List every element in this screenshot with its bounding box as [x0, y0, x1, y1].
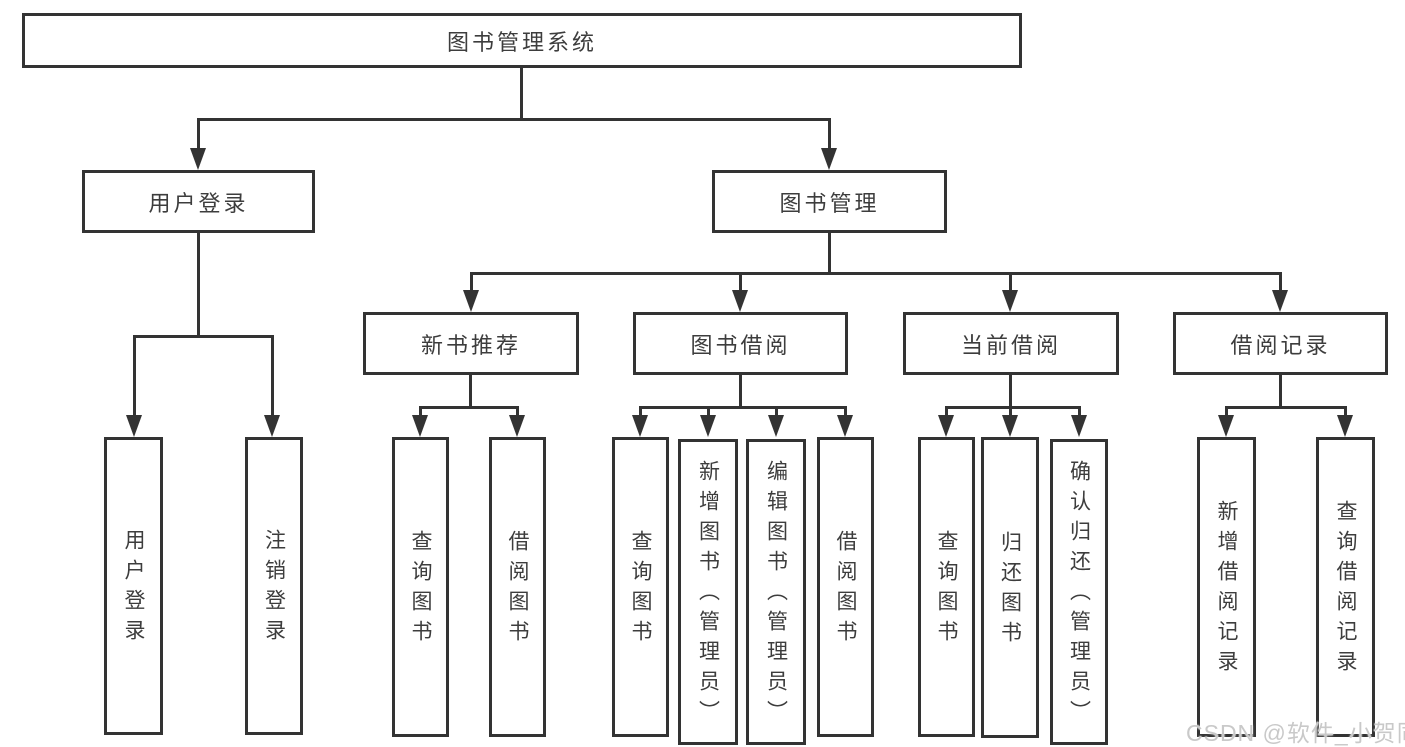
connector-bookmgmt-stem-4 — [1279, 272, 1282, 292]
arrowhead-current-leaf-1 — [938, 415, 954, 437]
leaf-borrow-borrow: 借阅图书 — [817, 437, 874, 737]
arrowhead-newbook-leaf-1 — [412, 415, 428, 437]
connector-root-vertical — [520, 68, 523, 118]
connector-borrow-vertical — [739, 375, 742, 408]
connector-newbook-stem-2 — [516, 406, 519, 417]
connector-userlogin-bar — [133, 335, 274, 338]
arrowhead-to-new-book-rec — [463, 290, 479, 312]
connector-records-stem-2 — [1344, 406, 1347, 417]
leaf-records-query: 查询借阅记录 — [1316, 437, 1375, 737]
connector-newbook-stem-1 — [419, 406, 422, 417]
leaf-current-confirm-admin: 确认归还（管理员） — [1050, 439, 1108, 745]
arrowhead-to-book-mgmt — [821, 148, 837, 170]
arrowhead-to-current-borrow — [1002, 290, 1018, 312]
node-borrow-records: 借阅记录 — [1173, 312, 1388, 375]
arrowhead-records-leaf-2 — [1337, 415, 1353, 437]
connector-borrow-stem-4 — [844, 406, 847, 417]
connector-root-stem-left — [197, 118, 200, 152]
connector-current-stem-3 — [1078, 406, 1081, 417]
arrowhead-current-leaf-2 — [1002, 415, 1018, 437]
leaf-borrow-edit-admin: 编辑图书（管理员） — [746, 439, 806, 745]
arrowhead-current-leaf-3 — [1071, 415, 1087, 437]
arrowhead-to-book-borrow — [732, 290, 748, 312]
leaf-newbook-query: 查询图书 — [392, 437, 449, 737]
connector-newbook-bar — [419, 406, 519, 409]
connector-bookmgmt-stem-1 — [470, 272, 473, 292]
connector-newbook-vertical — [469, 375, 472, 408]
arrowhead-borrow-leaf-3 — [768, 415, 784, 437]
leaf-borrow-add-admin: 新增图书（管理员） — [678, 439, 738, 745]
leaf-current-return: 归还图书 — [981, 437, 1039, 738]
arrowhead-borrow-leaf-1 — [632, 415, 648, 437]
connector-bookmgmt-stem-2 — [739, 272, 742, 292]
node-book-mgmt: 图书管理 — [712, 170, 947, 233]
arrowhead-borrow-leaf-4 — [837, 415, 853, 437]
arrowhead-to-login-leaf — [126, 415, 142, 437]
connector-records-vertical — [1279, 375, 1282, 408]
leaf-borrow-query: 查询图书 — [612, 437, 669, 737]
arrowhead-newbook-leaf-2 — [509, 415, 525, 437]
csdn-watermark: CSDN @软件_小贺同学 — [1186, 720, 1405, 746]
connector-records-bar — [1225, 406, 1347, 409]
connector-borrow-stem-2 — [707, 406, 710, 417]
connector-borrow-stem-3 — [775, 406, 778, 417]
arrowhead-to-logout-leaf — [264, 415, 280, 437]
connector-userlogin-stem-2 — [271, 335, 274, 415]
node-root-system: 图书管理系统 — [22, 13, 1022, 68]
connector-bookmgmt-bar — [470, 272, 1282, 275]
connector-borrow-stem-1 — [639, 406, 642, 417]
leaf-user-login: 用户登录 — [104, 437, 163, 735]
arrowhead-to-user-login — [190, 148, 206, 170]
connector-userlogin-vertical — [197, 233, 200, 335]
arrowhead-to-borrow-records — [1272, 290, 1288, 312]
connector-userlogin-stem-1 — [133, 335, 136, 415]
connector-bookmgmt-vertical — [828, 233, 831, 274]
leaf-current-query: 查询图书 — [918, 437, 975, 737]
connector-root-stem-right — [828, 118, 831, 152]
arrowhead-records-leaf-1 — [1218, 415, 1234, 437]
leaf-records-add: 新增借阅记录 — [1197, 437, 1256, 737]
connector-root-bar — [197, 118, 831, 121]
connector-current-stem-1 — [945, 406, 948, 417]
node-book-borrow: 图书借阅 — [633, 312, 848, 375]
connector-current-stem-2 — [1009, 406, 1012, 417]
node-user-login: 用户登录 — [82, 170, 315, 233]
node-current-borrow: 当前借阅 — [903, 312, 1119, 375]
arrowhead-borrow-leaf-2 — [700, 415, 716, 437]
leaf-newbook-borrow: 借阅图书 — [489, 437, 546, 737]
connector-current-bar — [945, 406, 1081, 409]
leaf-logout: 注销登录 — [245, 437, 303, 735]
connector-borrow-bar — [639, 406, 847, 409]
connector-current-vertical — [1009, 375, 1012, 408]
connector-bookmgmt-stem-3 — [1009, 272, 1012, 292]
connector-records-stem-1 — [1225, 406, 1228, 417]
node-new-book-rec: 新书推荐 — [363, 312, 579, 375]
